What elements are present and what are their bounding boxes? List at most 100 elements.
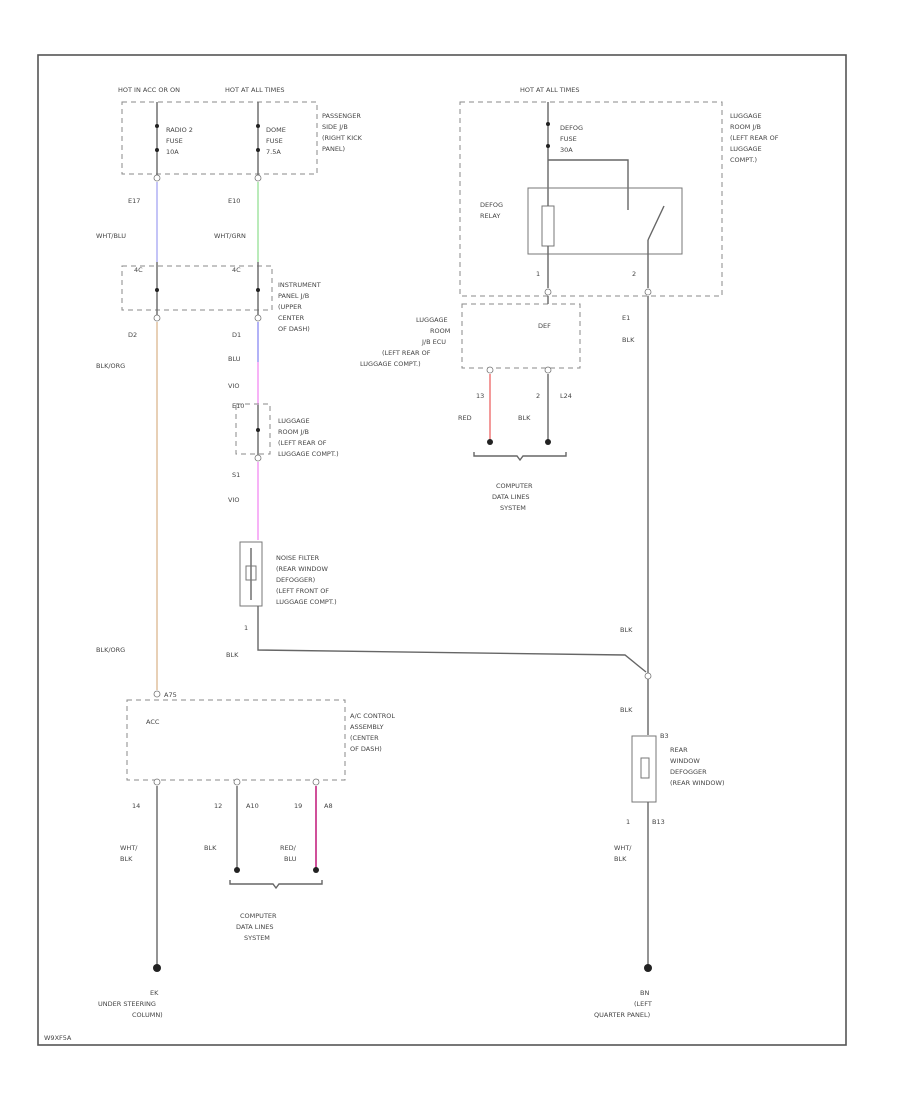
svg-text:(LEFT REAR OF: (LEFT REAR OF	[278, 439, 327, 447]
svg-text:(LEFT REAR OF: (LEFT REAR OF	[730, 134, 779, 142]
ac-pin-14: 14	[132, 802, 140, 810]
svg-text:A/C CONTROL: A/C CONTROL	[350, 712, 395, 720]
connector-pin	[254, 174, 262, 182]
rear-defogger-box	[631, 735, 657, 803]
relay-pin-2: 2	[632, 270, 636, 278]
luggage-jb-mid-box	[235, 403, 271, 455]
connector-e10-label: E10	[228, 197, 240, 205]
svg-text:SIDE J/B: SIDE J/B	[322, 123, 348, 131]
blk-label-a: BLK	[226, 651, 239, 659]
ecu-pin-2: 2	[536, 392, 540, 400]
luggage-jb-mid-label: LUGGAGE ROOM J/B (LEFT REAR OF LUGGAGE C…	[278, 417, 339, 458]
wire-noise-ground	[257, 606, 647, 673]
svg-text:7.5A: 7.5A	[266, 148, 281, 156]
defog-relay-box	[527, 187, 683, 255]
hot-at-all-times-label-1: HOT AT ALL TIMES	[225, 86, 285, 94]
ac-a75: A75	[164, 691, 177, 699]
wht-grn-label: WHT/GRN	[214, 232, 246, 240]
svg-text:(REAR WINDOW: (REAR WINDOW	[276, 565, 329, 573]
svg-text:INSTRUMENT: INSTRUMENT	[278, 281, 321, 289]
luggage-ecu-label: LUGGAGE ROOM J/B ECU (LEFT REAR OF LUGGA…	[360, 316, 450, 368]
ac-acc: ACC	[146, 718, 160, 726]
svg-text:COMPUTER: COMPUTER	[496, 482, 533, 490]
ecu-pin-13: 13	[476, 392, 484, 400]
svg-text:DEFOGGER: DEFOGGER	[670, 768, 707, 776]
noise-filter-box	[239, 541, 263, 607]
svg-text:WHT/: WHT/	[614, 844, 632, 852]
ground-ek-label: UNDER STEERING COLUMN)	[98, 1000, 163, 1019]
luggage-jb-top-label: LUGGAGE ROOM J/B (LEFT REAR OF LUGGAGE C…	[730, 112, 779, 164]
svg-text:UNDER STEERING: UNDER STEERING	[98, 1000, 156, 1008]
svg-text:FUSE: FUSE	[166, 137, 183, 145]
svg-text:PANEL J/B: PANEL J/B	[278, 292, 309, 300]
d2-label: D2	[128, 331, 137, 339]
svg-text:(REAR WINDOW): (REAR WINDOW)	[670, 779, 724, 787]
svg-text:DEFOG: DEFOG	[480, 201, 503, 209]
svg-text:ROOM: ROOM	[430, 327, 450, 335]
e1-label: E1	[622, 314, 630, 322]
svg-text:FUSE: FUSE	[560, 135, 577, 143]
svg-text:ROOM J/B: ROOM J/B	[730, 123, 761, 131]
svg-text:10A: 10A	[166, 148, 179, 156]
noise-filter-label: NOISE FILTER (REAR WINDOW DEFOGGER) (LEF…	[276, 554, 337, 606]
ac-a10: A10	[246, 802, 259, 810]
luggage-ecu-box	[461, 303, 581, 369]
ac-a8: A8	[324, 802, 333, 810]
svg-text:NOISE FILTER: NOISE FILTER	[276, 554, 320, 562]
instrument-jb-label: INSTRUMENT PANEL J/B (UPPER CENTER OF DA…	[278, 281, 321, 333]
svg-text:SYSTEM: SYSTEM	[244, 934, 270, 942]
svg-text:LUGGAGE: LUGGAGE	[278, 417, 310, 425]
svg-text:WINDOW: WINDOW	[670, 757, 700, 765]
instrument-4c-label-a: 4C	[134, 266, 143, 274]
svg-text:BLK: BLK	[614, 855, 627, 863]
dome-fuse-label: DOME FUSE 7.5A	[266, 126, 286, 156]
ac-blk-label: BLK	[204, 844, 217, 852]
svg-text:LUGGAGE: LUGGAGE	[730, 112, 762, 120]
connector-e17-label: E17	[128, 197, 140, 205]
svg-text:ASSEMBLY: ASSEMBLY	[350, 723, 384, 731]
blk-org-label-1: BLK/ORG	[96, 362, 125, 370]
blk-label-d: BLK	[620, 706, 633, 714]
relay-pin-1: 1	[536, 270, 540, 278]
svg-text:J/B ECU: J/B ECU	[421, 338, 446, 346]
svg-text:BLK: BLK	[120, 855, 133, 863]
svg-text:(RIGHT KICK: (RIGHT KICK	[322, 134, 363, 142]
wht-blk-label-left: WHT/ BLK	[120, 844, 138, 863]
s1-label: S1	[232, 471, 240, 479]
svg-text:SYSTEM: SYSTEM	[500, 504, 526, 512]
svg-text:OF DASH): OF DASH)	[278, 325, 310, 333]
luggage-jb-top-box	[459, 101, 723, 297]
passenger-jb-box	[121, 101, 318, 175]
figure-code: W9XF5A	[44, 1034, 72, 1042]
brace-ac	[229, 880, 323, 890]
ground-ek	[153, 964, 161, 972]
svg-text:DATA LINES: DATA LINES	[492, 493, 529, 501]
svg-text:LUGGAGE: LUGGAGE	[730, 145, 762, 153]
computer-data-lines-top: COMPUTER DATA LINES SYSTEM	[492, 482, 533, 512]
svg-text:BLU: BLU	[284, 855, 297, 863]
svg-text:OF DASH): OF DASH)	[350, 745, 382, 753]
def-label: DEF	[538, 322, 551, 330]
relay-coil	[541, 205, 555, 247]
svg-text:PASSENGER: PASSENGER	[322, 112, 361, 120]
hot-at-all-times-label-2: HOT AT ALL TIMES	[520, 86, 580, 94]
svg-text:QUARTER PANEL): QUARTER PANEL)	[594, 1011, 650, 1019]
ground-bn	[644, 964, 652, 972]
blk-label-ecu: BLK	[518, 414, 531, 422]
blk-label-b: BLK	[622, 336, 635, 344]
noise-pin-1: 1	[244, 624, 248, 632]
ecu-l24: L24	[560, 392, 572, 400]
ac-control-label: A/C CONTROL ASSEMBLY (CENTER OF DASH)	[350, 712, 395, 753]
ac-control-box	[126, 699, 346, 781]
e10-mid-label: E10	[232, 402, 244, 410]
defog-fuse-label: DEFOG FUSE 30A	[560, 124, 583, 154]
svg-text:DATA LINES: DATA LINES	[236, 923, 273, 931]
svg-text:COLUMN): COLUMN)	[132, 1011, 163, 1019]
wht-blu-label: WHT/BLU	[96, 232, 126, 240]
vio-label-2: VIO	[228, 496, 239, 504]
diagram-frame	[37, 54, 847, 1046]
blk-label-c: BLK	[620, 626, 633, 634]
svg-text:COMPUTER: COMPUTER	[240, 912, 277, 920]
svg-text:RADIO 2: RADIO 2	[166, 126, 193, 134]
brace-ecu	[473, 452, 567, 462]
